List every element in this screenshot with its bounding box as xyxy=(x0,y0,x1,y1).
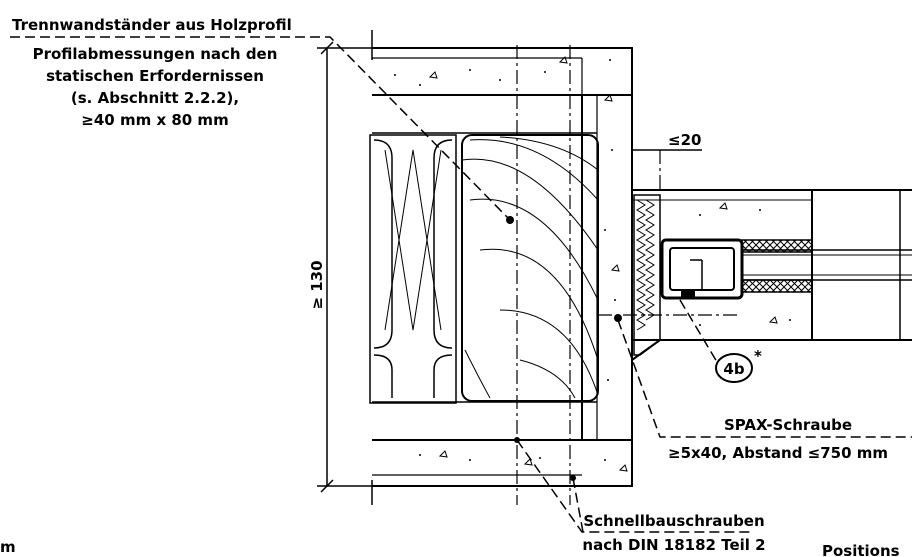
drywall-top-board xyxy=(372,47,633,96)
partial-right-label: Positions xyxy=(822,542,900,557)
timber-stud xyxy=(461,134,599,402)
stud-desc-line-1: Profilabmessungen nach den xyxy=(33,45,278,63)
fastener-spec-label: nach DIN 18182 Teil 2 xyxy=(582,536,765,554)
height-dimension-label: ≥ 130 xyxy=(308,260,326,309)
height-dimension xyxy=(317,41,372,493)
stud-leader xyxy=(10,36,511,221)
axis-lines xyxy=(516,45,740,505)
screw-spec-label: ≥5x40, Abstand ≤750 mm xyxy=(668,444,888,462)
drywall-bottom-board xyxy=(372,439,633,487)
frame-assembly xyxy=(631,189,912,361)
partial-left-label: m xyxy=(0,538,16,556)
steel-tube-outer xyxy=(660,238,744,300)
callout-star: * xyxy=(754,347,762,365)
stud-desc-line-3: (s. Abschnitt 2.2.2), xyxy=(71,89,239,107)
leader-lines xyxy=(10,36,912,533)
stud-desc-line-4: ≥40 mm x 80 mm xyxy=(81,111,228,129)
drywall-right-board xyxy=(581,94,633,441)
callout-label: 4b xyxy=(723,360,744,378)
glazing-seal-bottom xyxy=(741,279,813,293)
screw-title-label: SPAX-Schraube xyxy=(724,416,852,434)
stud-title-label: Trennwandständer aus Holzprofil xyxy=(12,16,292,34)
drywall-boards xyxy=(371,30,633,505)
gap-dimension xyxy=(631,145,702,190)
stud-desc-line-2: statischen Erfordernissen xyxy=(46,67,264,85)
fastener-leader xyxy=(516,439,752,533)
fastener-title-label: Schnellbauschrauben xyxy=(583,512,764,530)
concrete-speckles xyxy=(394,56,791,472)
screw-leader xyxy=(617,319,912,438)
callout-leader xyxy=(679,299,721,368)
glazing-seal-top xyxy=(741,239,813,253)
gap-dimension-label: ≤20 xyxy=(668,131,701,149)
insulation xyxy=(369,134,457,404)
callout-bubble xyxy=(715,353,753,383)
